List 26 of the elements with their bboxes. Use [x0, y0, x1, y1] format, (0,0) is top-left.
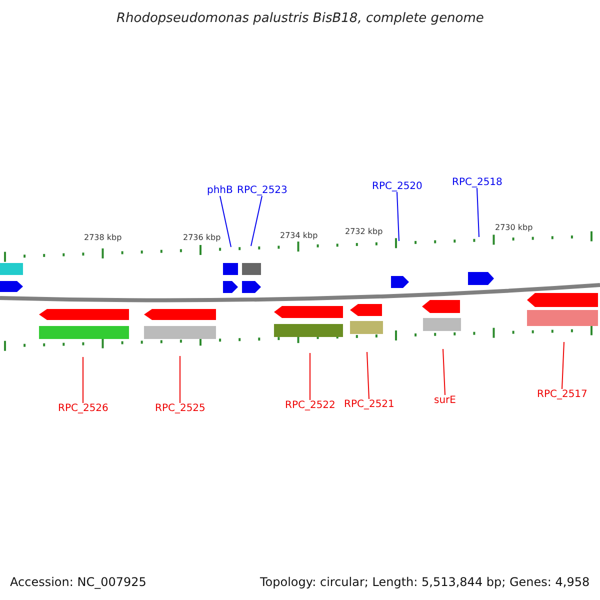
gene-label: RPC_2520: [372, 180, 422, 192]
gene-label: RPC_2522: [285, 400, 336, 410]
gene-label: surE: [434, 394, 456, 406]
leader-line: [476, 188, 480, 238]
gene-label: RPC_2525: [155, 402, 206, 414]
genome-stats-text: Topology: circular; Length: 5,513,844 bp; Genes: 4,958: [260, 575, 590, 589]
gene-label: RPC_2526: [58, 402, 108, 414]
leader-line: [82, 356, 84, 404]
leader-line: [220, 196, 232, 248]
scale-label: 2732 kbp: [345, 226, 383, 236]
accession-text: Accession: NC_007925: [10, 575, 146, 589]
leader-line: [562, 342, 564, 390]
gene-label: RPC_2523: [237, 184, 288, 196]
gene-label: RPC_2517: [537, 388, 588, 400]
title: Rhodopseudomonas palustris BisB18, complete genome: [116, 10, 484, 26]
gene-label: RPC_2518: [452, 176, 502, 188]
leader-line: [442, 348, 446, 396]
leader-line: [366, 352, 370, 400]
scale-label: 2730 kbp: [495, 222, 533, 232]
scale-label: 2734 kbp: [280, 230, 318, 240]
scale-label: 2738 kbp: [84, 232, 122, 242]
leader-line: [396, 192, 400, 242]
leader-line: [250, 196, 262, 246]
scale-label: 2736 kbp: [183, 232, 221, 242]
gene-label: RPC_2521: [344, 398, 394, 410]
gene-label: phhB: [207, 184, 233, 196]
